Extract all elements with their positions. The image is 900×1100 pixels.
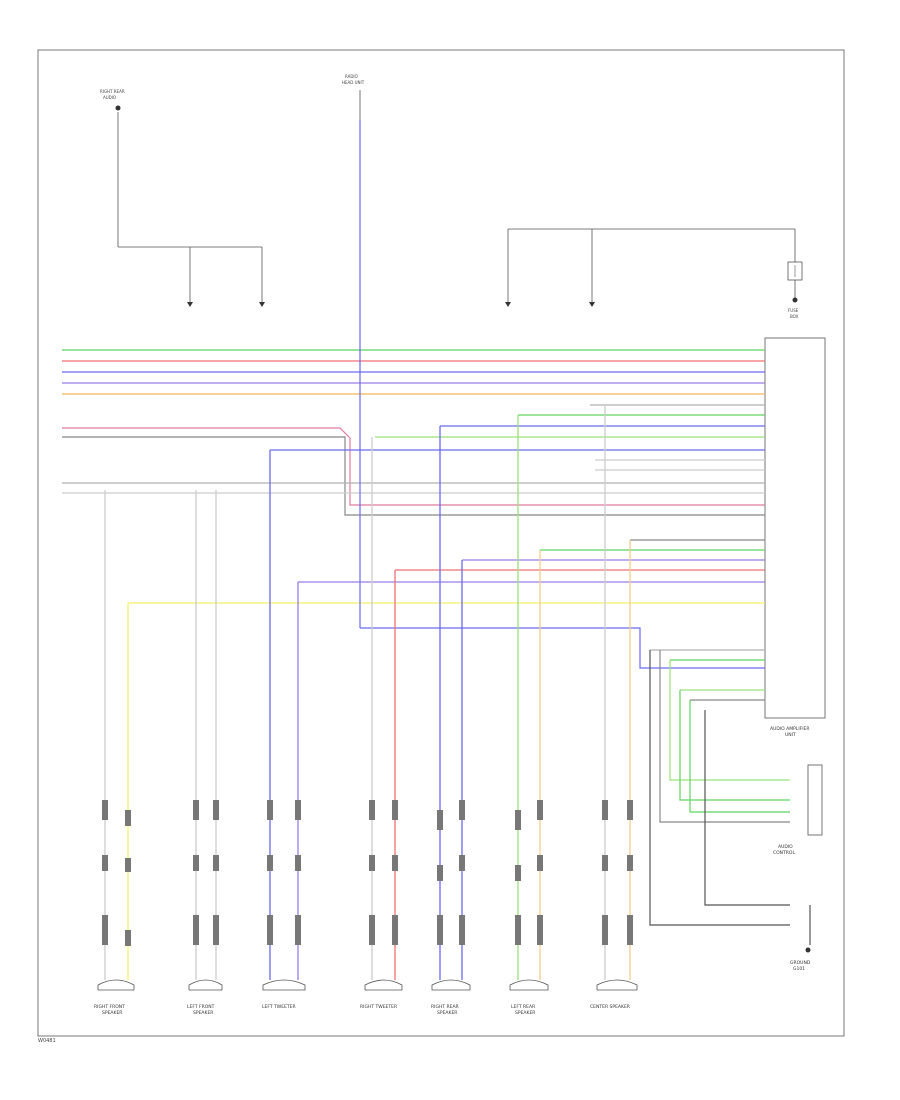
left-source-label-1: RIGHT REAR (100, 89, 125, 94)
left-source-label-2: AUDIO (103, 95, 116, 100)
footer-code: W0481 (38, 1038, 56, 1044)
fuse-label-1: FUSE (788, 308, 799, 313)
speaker-label: SPEAKER (437, 1010, 457, 1016)
speaker-label: RIGHT FRONT (94, 1004, 125, 1010)
speaker-icon (509, 979, 549, 991)
left-ground-arrow-1 (187, 302, 193, 307)
speaker-label: SPEAKER (102, 1010, 122, 1016)
speaker-label: SPEAKER (193, 1010, 213, 1016)
speaker-label: CENTER SPEAKER (590, 1004, 630, 1010)
left-power-ground-icon (115, 105, 121, 111)
diagram-border (37, 49, 845, 1037)
fuse-ground-icon (792, 297, 798, 303)
ground-label-2: G101 (793, 966, 805, 972)
speaker-icon (97, 979, 135, 991)
speaker-label: RIGHT TWEETER (360, 1004, 397, 1010)
right-ground-arrow-1 (505, 302, 511, 307)
harness-lower-group (128, 539, 765, 701)
left-ground-arrow-2 (259, 302, 265, 307)
right-power-feed (507, 228, 796, 302)
audio-control-module (807, 764, 823, 836)
speaker-icon (431, 979, 471, 991)
left-power-feed (117, 112, 263, 302)
speaker-icon (596, 979, 638, 991)
speaker-icon (262, 979, 306, 991)
speaker-drop-wires (104, 405, 631, 980)
speaker-icon (188, 979, 223, 991)
amplifier-label-2: UNIT (785, 732, 796, 738)
speaker-label: LEFT REAR (511, 1004, 535, 1010)
amplifier-label-1: AUDIO AMPLIFIER (770, 726, 810, 732)
speaker-label: LEFT FRONT (187, 1004, 215, 1010)
speaker-labels: RIGHT FRONT SPEAKER LEFT FRONT SPEAKER L… (94, 1004, 630, 1016)
fuse-label-2: BOX (790, 314, 799, 319)
speaker-symbols (97, 979, 638, 991)
module-wiring (649, 650, 811, 945)
speaker-label: RIGHT REAR (431, 1004, 459, 1010)
speaker-icon (364, 979, 403, 991)
right-ground-arrow-2 (589, 302, 595, 307)
center-source-label-1: RADIO (345, 74, 358, 79)
speaker-label: LEFT TWEETER (262, 1004, 296, 1010)
ground-label-1: GROUND (790, 960, 811, 966)
harness-middle-group (62, 404, 765, 516)
center-source-label-2: HEAD UNIT (342, 80, 365, 85)
speaker-label: SPEAKER (515, 1010, 535, 1016)
ground-point-icon (805, 947, 811, 953)
module-label-1: AUDIO (778, 844, 793, 850)
connector-marks (102, 800, 633, 946)
module-label-2: CONTROL (773, 850, 795, 856)
harness-top-group (62, 349, 765, 395)
amplifier-connector (764, 337, 826, 719)
